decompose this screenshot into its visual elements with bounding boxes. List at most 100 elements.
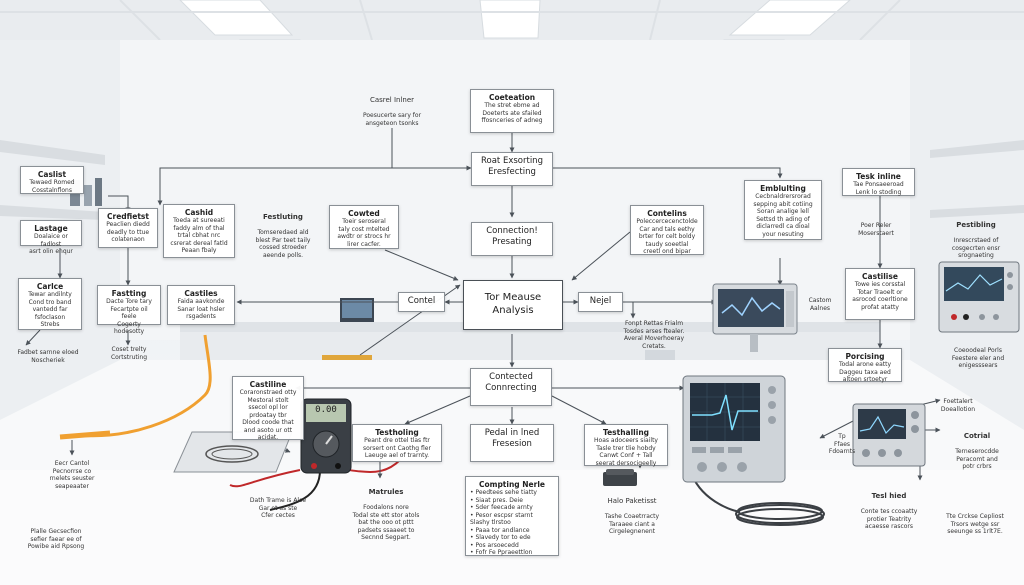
node-tesk-inline[interactable]: Tesk inline Tae Ponsaeeroad Lenk lo stod… [842,168,915,196]
node-cowted[interactable]: Cowted Toeir seroseral taly cost mtelted… [329,205,399,249]
node-testholing-1[interactable]: Testholing Peant dre ottel tlas ftr sors… [352,424,442,462]
node-body: Peaclien diedd deadly to ttue colatenaon [106,221,150,243]
node-pedal-in-lned[interactable]: Pedal in lned Fresesion [470,424,554,462]
node-body: Connrecting [485,383,537,393]
node-title: Contected [489,372,533,382]
label-body: Tomseredaed ald blest Par teet taily cos… [255,229,311,259]
label-title: Cotrial [963,431,991,440]
node-title: Carlce [36,282,64,291]
node-title: Roat Exsorting [481,156,543,166]
node-testhalling-2[interactable]: Testhalling Hoas adoceers siailty Tasle … [584,424,668,467]
center-node-analysis[interactable]: Tor Meause Analysis [463,280,563,330]
node-body: Tewar andilnty Cond tro band vantedd far… [28,291,72,328]
node-castiline[interactable]: Castiline Coraronstraed otty Mestoral st… [232,376,304,441]
label-castom-aalnes: Castom Aalnes [808,297,832,312]
node-body: • Peedtees sehe tiatty • Siaat pres. Dei… [470,489,537,556]
node-credfietst[interactable]: Credfietst Peaclien diedd deadly to ttue… [98,208,158,248]
node-title: Cowted [348,209,380,218]
node-body: Toeda at sureeati faddy alm of thal trta… [170,217,228,254]
label-title: Casrel Inlner [369,95,415,104]
node-connection-presating[interactable]: Connection! Presating [471,222,553,256]
node-body: Peant dre ottel tlas ftr sorsert ont Cao… [363,437,431,459]
node-title: Tesk inline [856,172,901,181]
node-body: Presating [492,237,532,247]
node-title: Compting Nerle [478,480,546,489]
node-contected[interactable]: Contected Connrecting [470,368,552,406]
node-body: Toeir seroseral taly cost mtelted awdtr … [337,218,391,248]
node-roat-exsorting[interactable]: Roat Exsorting Eresfecting [471,152,553,186]
node-title: Castiles [184,289,218,298]
node-castilise[interactable]: Castilise Towe ies corsstal Totar Traoel… [845,268,915,320]
node-title: Contel [407,296,436,306]
label-cotrial: Cotrial Terneserocdde Peracomt and potr … [940,424,1014,471]
node-body: Eresfecting [488,167,536,177]
node-body: Hoas adoceers siailty Tasle trer tlie ho… [594,437,658,467]
node-compting-nerle[interactable]: Compting Nerle • Peedtees sehe tiatty • … [465,476,559,556]
label-fadbet: Fadbet sarnne eloed Noscheriek [17,349,79,364]
node-body: Tae Ponsaeeroad Lenk lo stoding [853,181,904,196]
multimeter-device [300,398,352,474]
label-eecr-cantol: Eecr Cantol Pecnorrse co rnelets seuster… [49,460,95,490]
node-title: Caslist [37,170,67,179]
node-coeteation[interactable]: Coeteation The stret ebme ad Doeterts at… [470,89,554,133]
right-shelves [930,140,1024,218]
node-contelins[interactable]: Contelins Poleccercecenctolde Car and ta… [630,205,704,255]
node-nejel[interactable]: Nejel [578,292,623,312]
node-body: The stret ebme ad Doeterts ate sfailed f… [481,102,543,124]
label-body: Foodalons nore Todal ste ett stor atols … [352,504,420,541]
label-body: Conte tes ccoaatty protier Teatrity acae… [860,508,918,530]
node-title: Credfietst [107,212,149,221]
label-title: Matrules [368,487,404,496]
sensor-module [603,469,637,486]
label-title: Halo Paketisst [607,496,657,505]
label-body: Poesucerte sary for ansgeteon tsonks [362,112,422,127]
node-title: Pedal in lned [484,428,540,438]
node-body: Cecbnaldrersrorad sepping abit cotiing S… [753,193,813,238]
node-body: Fresesion [492,439,532,449]
node-fastting[interactable]: Fastting Dacte Tore tary Fecartpte oil f… [97,285,161,335]
node-emblulting[interactable]: Emblulting Cecbnaldrersrorad sepping abi… [744,180,822,240]
node-body: Faida aavkonde Sanar loat hsler rsgadent… [177,298,225,320]
node-castiles[interactable]: Castiles Faida aavkonde Sanar loat hsler… [167,285,235,325]
node-body: Tewaed Romed Cosstalnflons [29,179,75,194]
label-title: Tesl hied [871,491,907,500]
label-casrel-inlner: Casrel Inlner Poesucerte sary for ansget… [350,88,434,127]
node-title: Contelins [647,209,687,218]
node-title: Fastting [111,289,147,298]
oscilloscope-device [682,375,786,483]
node-title: Connection! [486,226,538,236]
node-title: Coeteation [488,93,536,102]
node-cashid[interactable]: Cashid Toeda at sureeati faddy alm of th… [163,204,235,258]
node-caslist[interactable]: Caslist Tewaed Romed Cosstalnflons [20,166,84,194]
node-title: Testhalling [602,428,650,437]
node-carlce[interactable]: Carlce Tewar andilnty Cond tro band vant… [18,278,82,330]
node-body: Doalaice or fadlost asrt olin enqur [29,233,73,255]
label-title: Pestibling [956,220,996,229]
node-body: Towe ies corsstal Totar Traoelt or asroc… [852,281,908,311]
left-shelves [0,140,105,220]
node-title: Nejel [589,296,612,306]
label-tocttalert: Foettalert Doeallotion [940,398,976,413]
multimeter-readout: 0.00 [315,405,337,415]
label-pestibling: Pestibling Inrescrstaed of cosgecrten en… [944,213,1008,260]
node-title: Castilise [862,272,898,281]
node-title: Testholing [375,428,419,437]
node-title: Emblulting [760,184,806,193]
node-contel[interactable]: Contel [398,292,445,312]
monitor-device [712,283,798,352]
node-body: Todal arone eatty Daggeu taxa aed altoen… [838,361,892,383]
node-lastage[interactable]: Lastage Doalaice or fadlost asrt olin en… [20,220,82,255]
label-fonpt: Fonpt Rettas Frialm Tosdes arses ftealer… [623,320,685,350]
node-porcising[interactable]: Porcising Todal arone eatty Daggeu taxa … [828,348,902,383]
node-title: Cashid [184,208,214,217]
center-title: Tor Meause [484,292,542,303]
label-coset-trelty: Coset trelty Cortstruting [110,346,148,361]
label-matrules: Matrules Foodalons nore Todal ste ett st… [344,480,428,542]
label-the-cracker: Tte Crckse Cepliost Trsors wetge ssr see… [946,513,1004,535]
label-title: Festluting [263,212,303,221]
node-body: Coraronstraed otty Mestoral stolt ssecol… [239,389,297,441]
node-title: Castiline [249,380,287,389]
node-title: Lastage [34,224,68,233]
label-festluting: Festluting Tomseredaed ald blest Par tee… [246,205,320,259]
label-pocer-reler: Poer Reler Moserstaert [858,222,894,237]
